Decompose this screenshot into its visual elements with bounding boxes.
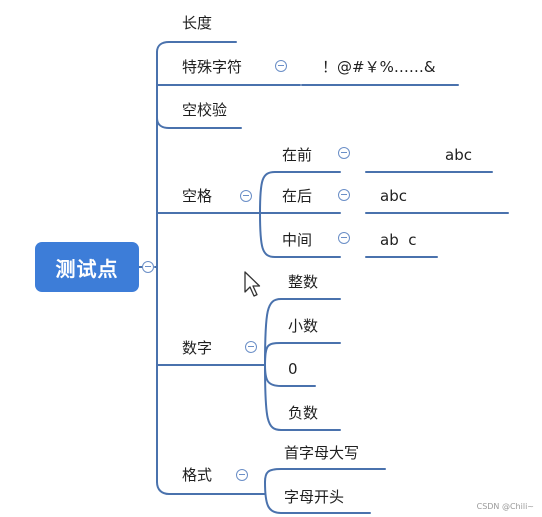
mouse-pointer-icon: [244, 271, 261, 297]
collapse-toggle-icon[interactable]: [240, 190, 252, 202]
node-number[interactable]: 数字: [182, 339, 213, 357]
node-empty[interactable]: 空校验: [182, 101, 228, 119]
node-format[interactable]: 格式: [182, 466, 213, 484]
node-format-letter-start[interactable]: 字母开头: [284, 488, 345, 506]
node-format-capital[interactable]: 首字母大写: [284, 444, 360, 462]
node-special[interactable]: 特殊字符: [182, 58, 243, 76]
node-space-after-value[interactable]: abc: [380, 187, 407, 205]
node-special-value[interactable]: ！@#￥%……&: [322, 58, 436, 76]
node-space-before-value[interactable]: abc: [445, 146, 472, 164]
link-negative: [264, 364, 341, 431]
collapse-toggle-icon[interactable]: [338, 232, 350, 244]
link-format: [156, 481, 266, 495]
link-capital: [264, 468, 386, 483]
collapse-toggle-icon[interactable]: [338, 189, 350, 201]
node-number-decimal[interactable]: 小数: [288, 317, 319, 335]
link-letter-start: [264, 481, 371, 514]
link-length: [156, 41, 237, 53]
collapse-toggle-icon[interactable]: [338, 147, 350, 159]
link-decimal: [264, 342, 341, 366]
node-length[interactable]: 长度: [182, 14, 213, 32]
node-number-integer[interactable]: 整数: [288, 273, 319, 291]
root-label: 测试点: [55, 256, 119, 281]
link-middle: [259, 212, 341, 258]
link-integer: [264, 298, 341, 366]
root-node[interactable]: 测试点: [35, 242, 139, 292]
node-space-before[interactable]: 在前: [282, 146, 313, 164]
node-space-middle-value[interactable]: ab c: [380, 231, 417, 249]
link-empty: [156, 117, 242, 129]
collapse-toggle-icon[interactable]: [142, 261, 154, 273]
link-before: [259, 171, 341, 214]
collapse-toggle-icon[interactable]: [245, 341, 257, 353]
node-space-middle[interactable]: 中间: [282, 231, 313, 249]
watermark: CSDN @Chili~: [476, 502, 534, 511]
collapse-toggle-icon[interactable]: [275, 60, 287, 72]
node-space-after[interactable]: 在后: [282, 187, 313, 205]
node-number-negative[interactable]: 负数: [288, 404, 319, 422]
node-space[interactable]: 空格: [182, 187, 213, 205]
node-number-zero[interactable]: 0: [288, 360, 298, 378]
collapse-toggle-icon[interactable]: [236, 469, 248, 481]
